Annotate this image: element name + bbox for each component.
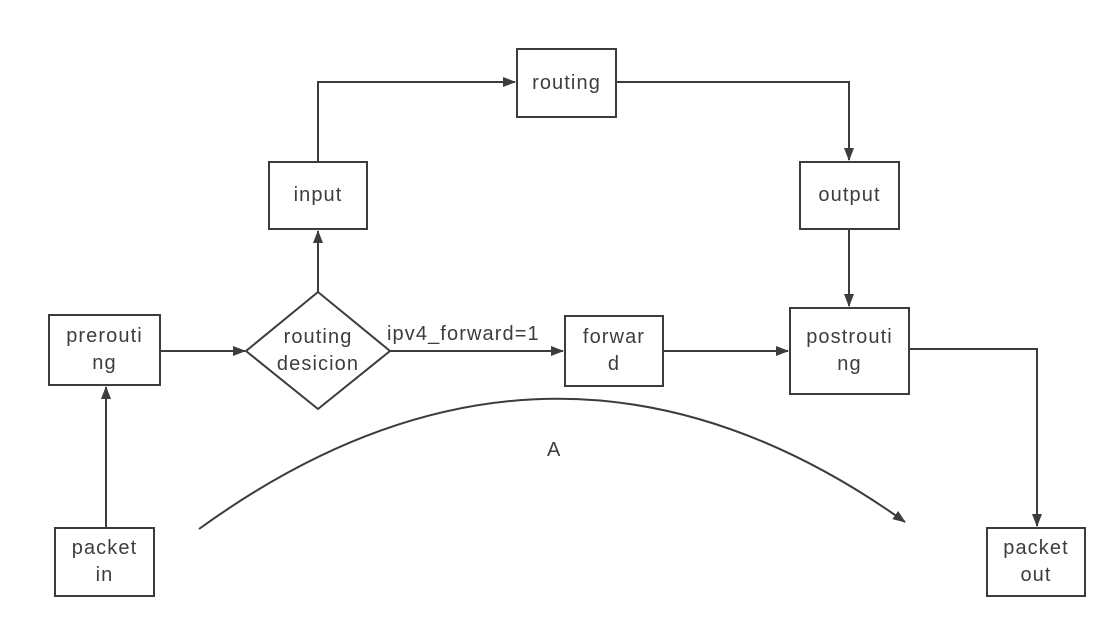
node-forward-label-line2: d — [607, 353, 621, 375]
decision-diamond-shape — [244, 290, 392, 411]
node-prerouting-label-line1: prerouti — [66, 325, 143, 347]
node-input: input — [268, 161, 368, 230]
node-prerouting: prerouti ng — [48, 314, 161, 386]
node-input-label: input — [293, 184, 343, 206]
node-packet-out-label-line1: packet — [1003, 537, 1069, 559]
edge-routing-to-output — [617, 81, 854, 161]
node-routing-label: routing — [532, 71, 601, 94]
node-postrouting: postrouti ng — [789, 307, 910, 395]
edge-curve-bypass — [198, 397, 906, 530]
edge-input-to-routing — [317, 77, 516, 161]
node-output: output — [799, 161, 900, 230]
node-packet-out: packet out — [986, 527, 1086, 597]
node-packet-in: packet in — [54, 527, 155, 597]
node-forward-label-line1: forwar — [582, 326, 646, 348]
node-packet-out-label-line2: out — [1020, 564, 1052, 586]
node-forward: forwar d — [564, 315, 664, 387]
edge-postrouting-to-packet-out — [910, 348, 1042, 527]
node-packet-in-label-line1: packet — [71, 537, 138, 559]
node-postrouting-label-line1: postrouti — [806, 326, 893, 348]
edge-label-curve-a: A — [547, 439, 562, 461]
node-packet-in-label-line2: in — [95, 564, 114, 586]
node-output-label: output — [818, 184, 881, 206]
node-postrouting-label-line2: ng — [837, 353, 862, 375]
node-routing-decision-label-line1: routing — [283, 325, 353, 348]
node-prerouting-label-line2: ng — [92, 352, 117, 374]
node-routing-decision-label-line2: desicion — [276, 352, 360, 375]
node-routing-decision: routing desicion — [246, 292, 390, 409]
node-routing: routing — [516, 48, 617, 118]
edge-label-ipv4-forward-condition: ipv4_forward=1 — [387, 323, 540, 345]
